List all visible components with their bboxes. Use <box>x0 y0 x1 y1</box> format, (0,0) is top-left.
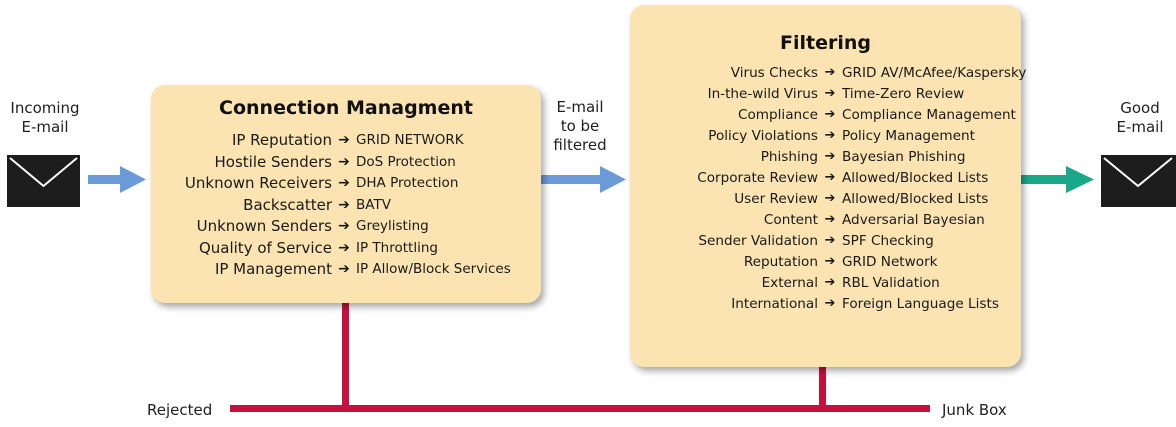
connection-solution-label: BATV <box>356 196 391 213</box>
filtering-solution-label: Foreign Language Lists <box>842 296 999 312</box>
right-arrow-icon: ➔ <box>824 128 836 143</box>
to-filter-label: E-mail to be filtered <box>545 98 615 155</box>
connection-management-title: Connection Managment <box>219 97 473 119</box>
good-label-line1: Good <box>1120 99 1160 117</box>
filtering-row: Sender Validation ➔ SPF Checking <box>630 232 934 250</box>
right-arrow-icon: ➔ <box>824 170 836 185</box>
rejected-label: Rejected <box>147 401 213 419</box>
connection-row: Backscatter ➔ BATV <box>156 195 391 215</box>
right-arrow-icon: ➔ <box>338 132 350 148</box>
connection-threat-label: Quality of Service <box>198 238 332 257</box>
connection-solution-label: IP Throttling <box>356 239 438 256</box>
connection-solution-label: DoS Protection <box>356 153 456 170</box>
filtering-threat-label: Phishing <box>760 149 818 165</box>
filtering-threat-label: Virus Checks <box>730 65 818 81</box>
filtering-title: Filtering <box>780 32 871 54</box>
filtering-solution-label: SPF Checking <box>842 233 934 249</box>
filtering-threat-label: Reputation <box>743 254 818 270</box>
filtering-threat-label: Sender Validation <box>698 233 818 249</box>
incoming-label-line1: Incoming <box>10 99 80 117</box>
right-arrow-icon: ➔ <box>824 65 836 80</box>
right-arrow-icon: ➔ <box>338 175 350 191</box>
incoming-label: Incoming E-mail <box>0 99 90 137</box>
filtering-threat-label: External <box>761 275 818 291</box>
connection-row: Hostile Senders ➔ DoS Protection <box>156 152 456 172</box>
right-arrow-icon: ➔ <box>824 86 836 101</box>
filtering-threat-label: International <box>731 296 818 312</box>
connection-threat-label: IP Reputation <box>231 131 332 149</box>
connection-threat-label: Backscatter <box>243 195 332 214</box>
connection-row: Unknown Senders ➔ Greylisting <box>156 216 429 236</box>
connection-threat-label: Unknown Receivers <box>184 174 332 192</box>
filtering-threat-label: Content <box>763 212 818 228</box>
right-arrow-icon: ➔ <box>824 233 836 248</box>
rejection-lines <box>230 300 930 412</box>
filtering-row: Corporate Review ➔ Allowed/Blocked Lists <box>630 169 988 187</box>
filtering-row: Content ➔ Adversarial Bayesian <box>630 211 985 229</box>
filtering-solution-label: Time-Zero Review <box>842 86 965 102</box>
to-filter-label-line3: filtered <box>553 136 607 154</box>
filtering-row: Reputation ➔ GRID Network <box>630 253 938 271</box>
right-arrow-icon: ➔ <box>824 191 836 206</box>
good-label: Good E-mail <box>1104 99 1176 137</box>
filtering-solution-label: Allowed/Blocked Lists <box>842 170 989 186</box>
filtering-row: In-the-wild Virus ➔ Time-Zero Review <box>630 85 965 103</box>
right-arrow-icon: ➔ <box>338 196 350 213</box>
connection-solution-label: Greylisting <box>356 218 429 234</box>
filtering-box: Filtering Virus Checks ➔ GRID AV/McAfee/Ka… <box>630 5 1026 367</box>
filtering-solution-label: GRID Network <box>842 254 938 270</box>
incoming-label-line2: E-mail <box>21 118 69 136</box>
right-arrow-icon: ➔ <box>824 296 836 311</box>
connection-management-box: Connection Managment IP Reputation ➔ GRID … <box>151 85 541 303</box>
filtering-threat-label: User Review <box>734 191 818 207</box>
filtering-solution-label: Adversarial Bayesian <box>842 212 985 228</box>
filtering-threat-label: In-the-wild Virus <box>707 86 818 102</box>
right-arrow-icon: ➔ <box>824 212 836 227</box>
junk-box-label: Junk Box <box>942 401 1007 419</box>
right-arrow-icon: ➔ <box>824 254 836 269</box>
to-filter-arrow <box>540 166 626 193</box>
right-arrow-icon: ➔ <box>338 153 350 170</box>
filtering-solution-label: Bayesian Phishing <box>842 149 966 165</box>
connection-threat-label: Unknown Senders <box>196 217 332 235</box>
right-arrow-icon: ➔ <box>338 218 350 234</box>
filtering-row: International ➔ Foreign Language Lists <box>630 295 999 313</box>
filtering-threat-label: Compliance <box>737 107 818 123</box>
incoming-arrow <box>88 166 146 193</box>
connection-row: Unknown Receivers ➔ DHA Protection <box>156 173 458 193</box>
filtering-row: Phishing ➔ Bayesian Phishing <box>630 148 966 166</box>
connection-row: Quality of Service ➔ IP Throttling <box>156 238 438 258</box>
filtering-threat-label: Corporate Review <box>697 170 818 186</box>
filtering-solution-label: Policy Management <box>842 128 975 144</box>
right-arrow-icon: ➔ <box>824 149 836 164</box>
filtering-row: Virus Checks ➔ GRID AV/McAfee/Kaspersky <box>630 64 1027 82</box>
to-filter-label-line1: E-mail <box>556 98 604 116</box>
filtering-row: External ➔ RBL Validation <box>630 274 940 292</box>
connection-row: IP Reputation ➔ GRID NETWORK <box>156 130 464 150</box>
filtering-solution-label: Allowed/Blocked Lists <box>842 191 989 207</box>
right-arrow-icon: ➔ <box>338 239 350 256</box>
right-arrow-icon: ➔ <box>338 261 350 277</box>
connection-threat-label: IP Management <box>214 260 332 278</box>
connection-threat-label: Hostile Senders <box>214 152 332 171</box>
filtering-threat-label: Policy Violations <box>708 128 818 144</box>
connection-row: IP Management ➔ IP Allow/Block Services <box>156 259 511 279</box>
to-filter-label-line2: to be <box>560 117 600 135</box>
filtering-solution-label: GRID AV/McAfee/Kaspersky <box>842 65 1027 81</box>
filtering-row: User Review ➔ Allowed/Blocked Lists <box>630 190 988 208</box>
connection-solution-label: GRID NETWORK <box>356 132 464 148</box>
connection-solution-label: IP Allow/Block Services <box>356 261 511 277</box>
incoming-envelope-icon <box>7 155 80 207</box>
connection-solution-label: DHA Protection <box>356 175 459 191</box>
good-envelope-icon <box>1101 155 1176 207</box>
good-label-line2: E-mail <box>1116 118 1164 136</box>
filtering-solution-label: Compliance Management <box>842 107 1016 123</box>
good-arrow <box>1021 166 1094 193</box>
right-arrow-icon: ➔ <box>824 275 836 290</box>
filtering-row: Policy Violations ➔ Policy Management <box>630 127 975 145</box>
filtering-solution-label: RBL Validation <box>842 275 940 291</box>
right-arrow-icon: ➔ <box>824 107 836 122</box>
filtering-row: Compliance ➔ Compliance Management <box>630 106 1016 124</box>
